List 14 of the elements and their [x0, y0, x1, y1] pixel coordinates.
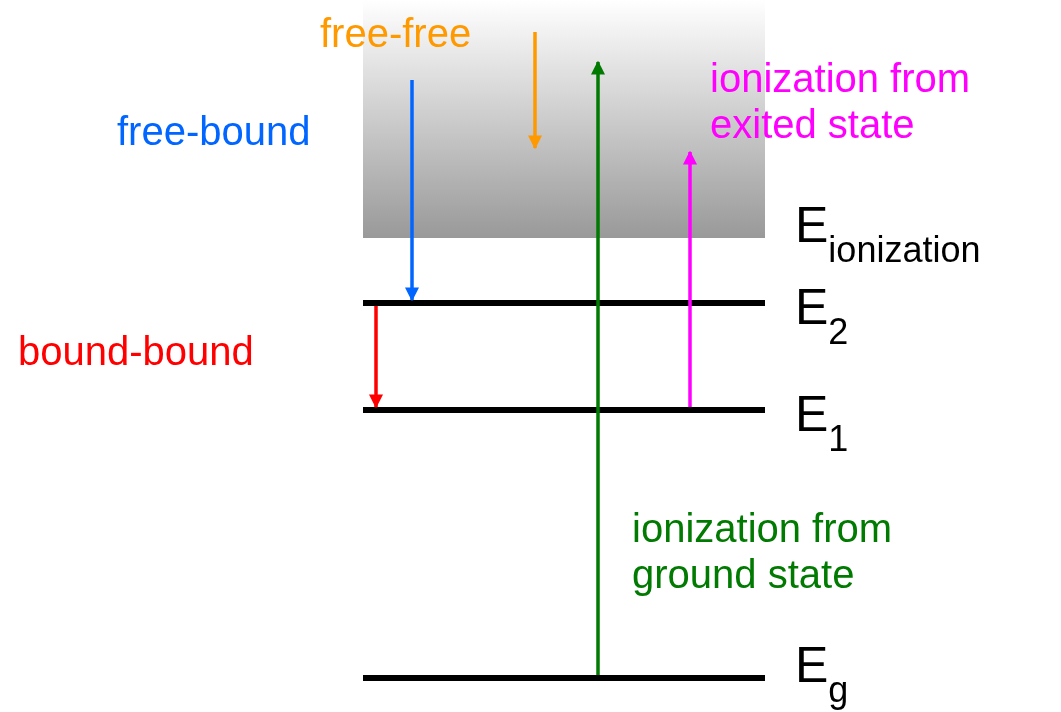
energy-level-label: E$_{g}$ [795, 640, 849, 708]
edge-label: ionization from ground state [632, 505, 894, 597]
edge-label: free-bound [117, 108, 312, 154]
transition-arrow [405, 80, 419, 302]
transition-arrow [591, 60, 605, 675]
energy-level-label: E$_{ionization}$ [795, 200, 981, 268]
transition-arrow [528, 32, 542, 150]
energy-level-label: E$_{1}$ [795, 389, 849, 457]
energy-level-label: E$_{2}$ [795, 282, 849, 350]
edge-label: free-free [320, 10, 473, 56]
edge-label: bound-bound [18, 328, 255, 374]
transition-arrow [369, 306, 383, 409]
transition-arrow [683, 150, 697, 407]
edge-label: ionization from exited state [710, 55, 972, 147]
